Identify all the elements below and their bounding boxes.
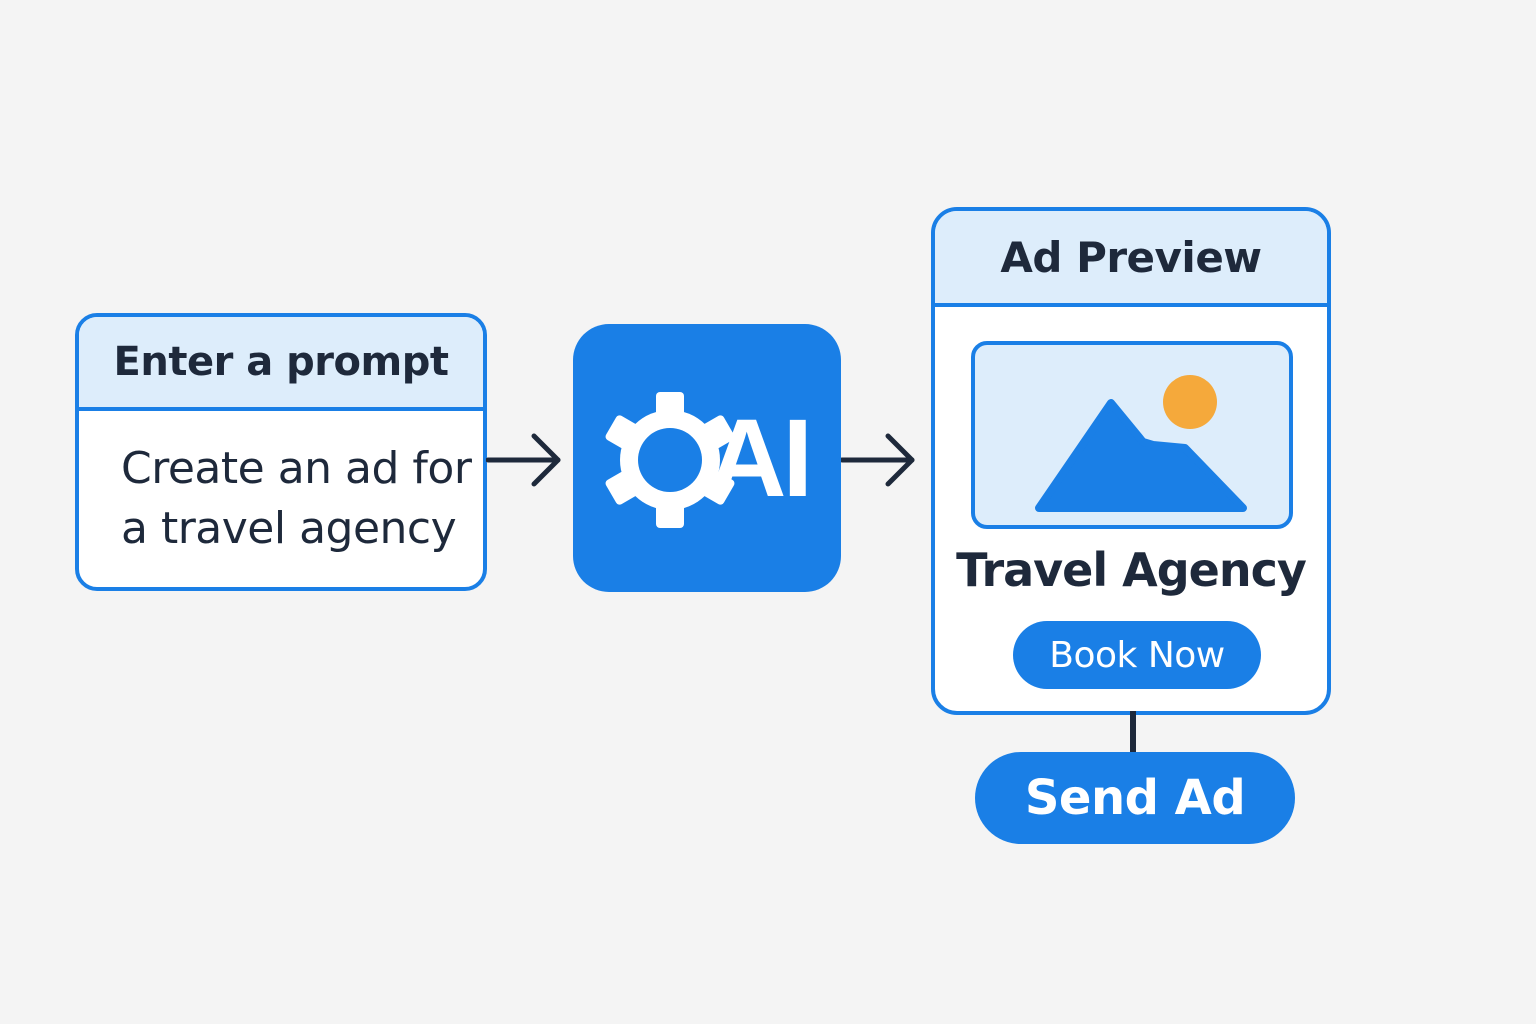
connector-line: [1130, 711, 1136, 753]
ai-generator-tile: AI: [573, 324, 841, 592]
arrow-right-icon: [486, 433, 561, 487]
arrow-right-icon: [840, 433, 915, 487]
prompt-card-title: Enter a prompt: [79, 317, 483, 411]
image-placeholder: [971, 341, 1293, 529]
send-ad-button[interactable]: Send Ad: [975, 752, 1295, 844]
book-now-button[interactable]: Book Now: [1013, 621, 1261, 689]
prompt-text[interactable]: Create an ad for a travel agency: [121, 443, 472, 554]
ad-preview-card: Ad Preview Travel Agency Book Now: [931, 207, 1331, 715]
gear-icon: [605, 392, 735, 528]
ai-label: AI: [707, 397, 813, 520]
ad-headline: Travel Agency: [956, 543, 1307, 597]
image-placeholder-icon: [1035, 375, 1247, 512]
prompt-card: Enter a prompt Create an ad for a travel…: [75, 313, 487, 591]
ad-preview-title: Ad Preview: [935, 211, 1327, 307]
